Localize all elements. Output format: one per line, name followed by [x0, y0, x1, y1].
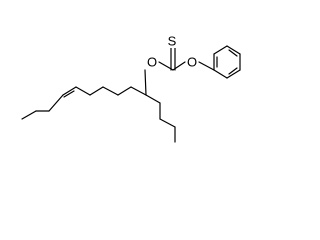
chain-left-bond-5: [75, 86, 91, 96]
phenyl-bond-6: [213, 45, 228, 55]
phenyl-inner-bond-2: [228, 67, 238, 75]
carbon-oxygen-left-bond: [158, 61, 174, 71]
sulfur-label-bg: [166, 34, 178, 48]
phenyl-oxygen-bond: [198, 61, 215, 71]
chain-cis-double-bond-a: [62, 86, 77, 96]
molecule-structure-diagram: S O O: [21, 33, 241, 143]
chain-cis-double-bond-b: [63, 90, 75, 98]
phenyl-inner-bond-1: [228, 49, 238, 57]
butyl-bond-3: [159, 118, 176, 128]
chain-left-bond-2: [117, 86, 132, 96]
phenyl-bond-1: [226, 45, 241, 55]
oxygen-right-label-bg: [186, 56, 198, 70]
sulfur-atom-label: S: [168, 33, 177, 48]
atom-labels: S O O: [146, 33, 198, 70]
oxygen-left-ch-bond: [144, 69, 147, 96]
bonds: [21, 45, 241, 143]
chain-left-bond-3: [102, 86, 119, 96]
oxygen-left-label-bg: [146, 56, 158, 70]
phenyl-bond-3: [226, 69, 241, 79]
butyl-bond-1: [145, 94, 161, 104]
chain-left-bond-6: [48, 94, 64, 112]
oxygen-right-atom-label: O: [187, 54, 197, 69]
phenyl-bond-4: [213, 69, 228, 79]
chain-left-bond-8: [21, 110, 37, 120]
oxygen-left-atom-label: O: [147, 54, 157, 69]
chain-left-bond-1: [130, 86, 147, 96]
chain-left-bond-4: [89, 86, 104, 96]
